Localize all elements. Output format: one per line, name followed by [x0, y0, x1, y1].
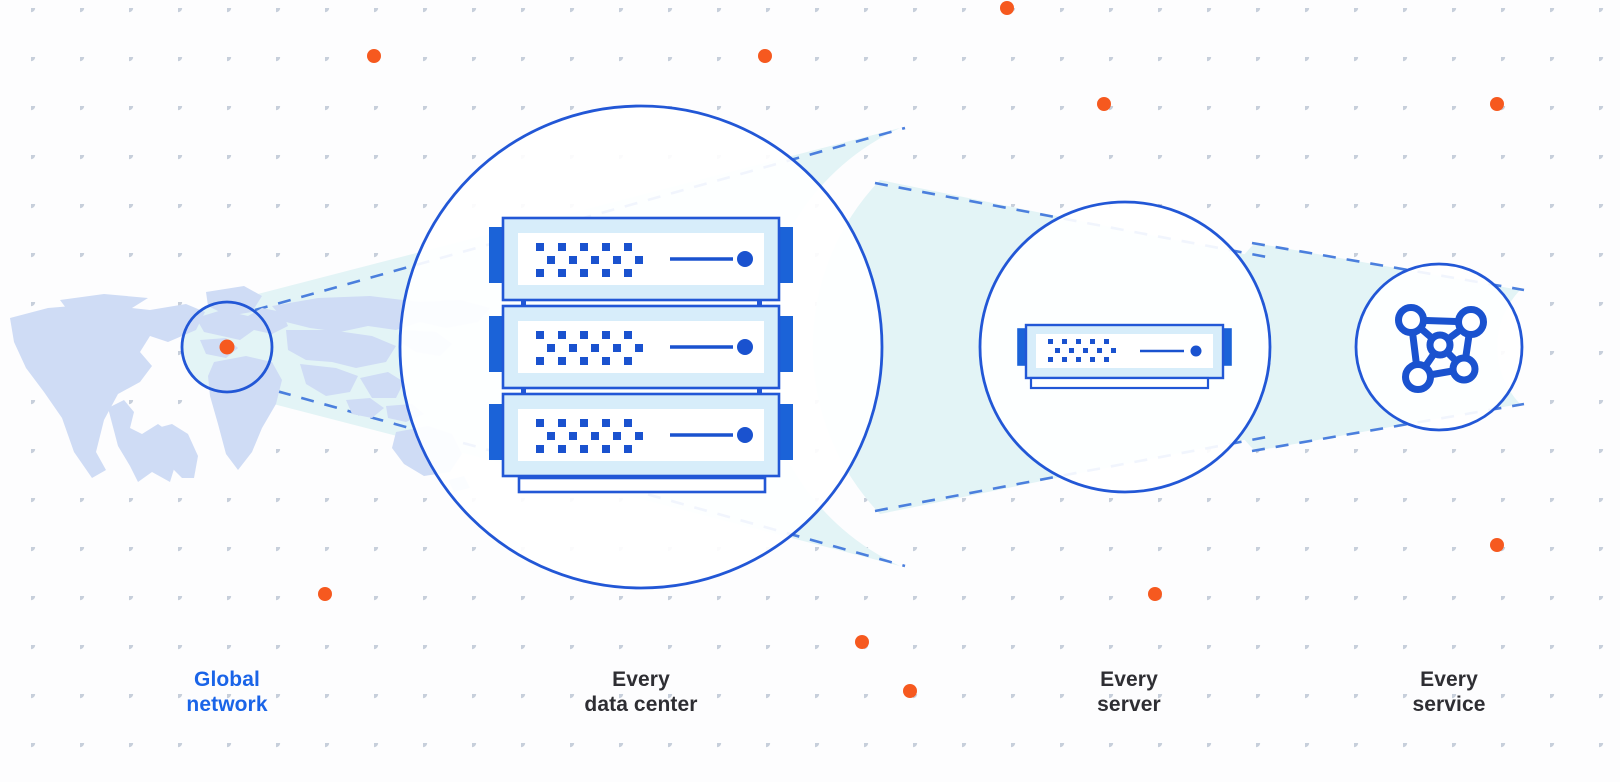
accent-dot [1097, 97, 1111, 111]
accent-dot [318, 587, 332, 601]
single-server-icon [1017, 323, 1232, 390]
network-node [1455, 306, 1487, 338]
world-map-icon [10, 286, 490, 492]
server-led-grid [536, 331, 643, 365]
accent-dot [903, 684, 917, 698]
accent-dot [1148, 587, 1162, 601]
network-nodes [1395, 304, 1487, 393]
stage-every-data-center[interactable] [398, 104, 884, 590]
stage-global-network[interactable] [10, 286, 490, 492]
server-status-dot [737, 251, 753, 267]
server-rack-icon [489, 216, 793, 494]
server-unit [489, 392, 793, 478]
server-led-grid [536, 419, 643, 453]
rack-base-bar [517, 476, 767, 494]
server-base-bar [1029, 376, 1210, 390]
accent-dot [367, 49, 381, 63]
server-status-dot [737, 339, 753, 355]
network-node [1402, 361, 1434, 393]
network-node [1449, 354, 1479, 384]
server-led-grid [536, 243, 643, 277]
accent-dot [758, 49, 772, 63]
global-network-marker-dot [219, 339, 235, 355]
stage-every-server[interactable] [978, 200, 1272, 494]
server-led-grid [1048, 339, 1116, 362]
network-graph-icon [1395, 304, 1487, 393]
accent-dot [1490, 538, 1504, 552]
server-status-dot [737, 427, 753, 443]
stage-every-service[interactable] [1354, 262, 1524, 432]
accent-dot [855, 635, 869, 649]
accent-dot [1490, 97, 1504, 111]
network-node-center [1426, 331, 1454, 359]
server-status-dot [1190, 345, 1202, 357]
accent-dot-group [318, 1, 1504, 698]
server-unit [489, 216, 793, 302]
accent-dot [1000, 1, 1014, 15]
network-node [1395, 304, 1427, 336]
global-network-circle [180, 300, 274, 394]
server-unit [489, 304, 793, 390]
